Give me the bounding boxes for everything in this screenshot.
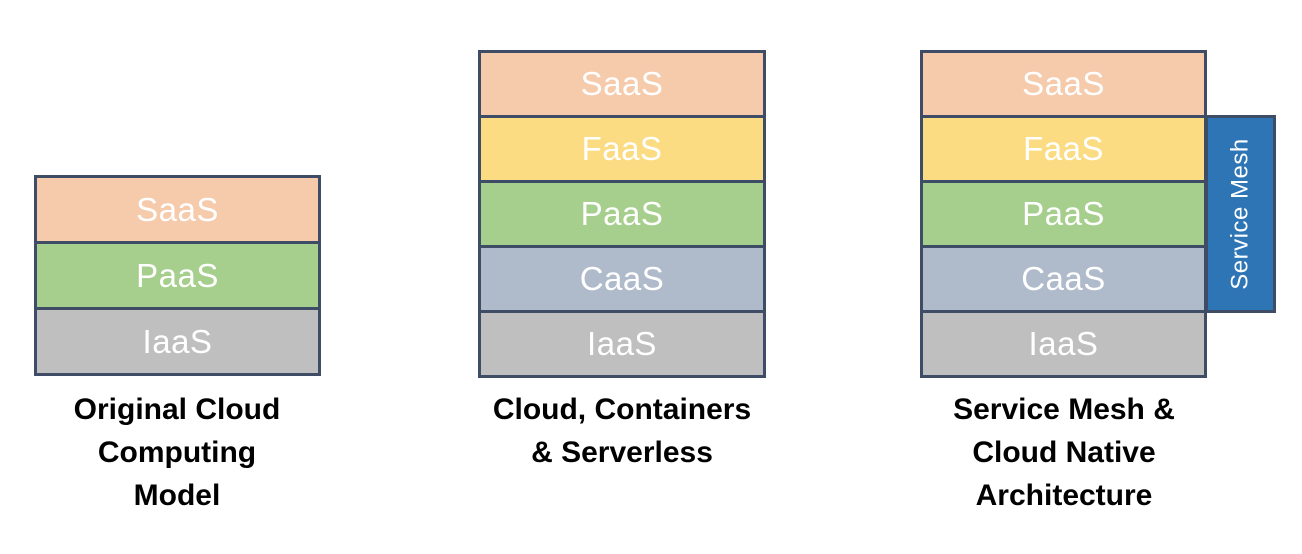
layer-caas-label: CaaS <box>579 260 665 297</box>
caption-line: Architecture <box>975 479 1153 512</box>
layer-iaas: IaaS <box>34 307 321 376</box>
caption-cloud-native: Service Mesh & Cloud Native Architecture <box>864 388 1264 517</box>
stack-original-cloud: SaaS PaaS IaaS <box>34 175 321 376</box>
layer-caas: CaaS <box>478 245 766 313</box>
service-mesh-bar-label: Service Mesh <box>1226 138 1254 290</box>
layer-paas: PaaS <box>478 180 766 248</box>
layer-saas-label: SaaS <box>136 190 219 228</box>
layer-paas-label: PaaS <box>136 256 219 294</box>
caption-line: Cloud Native <box>972 436 1156 469</box>
layer-iaas: IaaS <box>920 310 1207 378</box>
caption-containers-serverless: Cloud, Containers & Serverless <box>422 388 822 474</box>
caption-line: Model <box>133 479 221 512</box>
layer-caas: CaaS <box>920 245 1207 313</box>
stack-cloud-native: SaaS FaaS PaaS CaaS IaaS <box>920 50 1207 378</box>
caption-line: Original Cloud <box>73 393 281 426</box>
layer-faas-label: FaaS <box>1023 130 1104 167</box>
service-mesh-bar: Service Mesh <box>1205 115 1276 313</box>
layer-saas-label: SaaS <box>580 65 664 102</box>
caption-line: Service Mesh & <box>953 393 1175 426</box>
layer-saas-label: SaaS <box>1022 65 1105 102</box>
layer-saas: SaaS <box>920 50 1207 118</box>
layer-caas-label: CaaS <box>1021 260 1106 297</box>
layer-faas-label: FaaS <box>581 130 663 167</box>
caption-line: & Serverless <box>531 436 713 469</box>
layer-iaas-label: IaaS <box>142 322 213 360</box>
caption-line: Cloud, Containers <box>492 393 752 426</box>
layer-paas-label: PaaS <box>1022 195 1105 232</box>
layer-faas: FaaS <box>478 115 766 183</box>
layer-iaas-label: IaaS <box>587 325 657 362</box>
layer-iaas-label: IaaS <box>1028 325 1099 362</box>
caption-line: Computing <box>97 436 257 469</box>
layer-saas: SaaS <box>34 175 321 244</box>
layer-faas: FaaS <box>920 115 1207 183</box>
layer-paas: PaaS <box>920 180 1207 248</box>
layer-paas-label: PaaS <box>580 195 664 232</box>
layer-iaas: IaaS <box>478 310 766 378</box>
layer-saas: SaaS <box>478 50 766 118</box>
layer-paas: PaaS <box>34 241 321 310</box>
stack-containers-serverless: SaaS FaaS PaaS CaaS IaaS <box>478 50 766 378</box>
caption-original-cloud: Original Cloud Computing Model <box>0 388 377 517</box>
